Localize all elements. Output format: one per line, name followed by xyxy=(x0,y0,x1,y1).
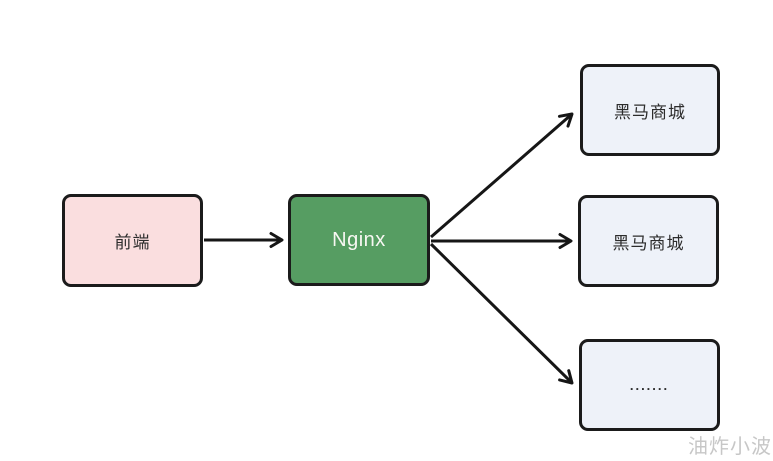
node-mall-2: 黑马商城 xyxy=(578,195,719,287)
node-mall-1: 黑马商城 xyxy=(580,64,720,156)
edge-nginx-to-more xyxy=(429,242,574,385)
watermark: 油炸小波 xyxy=(688,436,772,458)
node-ellipsis-label: ....... xyxy=(629,377,670,393)
node-frontend: 前端 xyxy=(62,194,203,287)
node-mall-2-label: 黑马商城 xyxy=(612,233,685,253)
node-ellipsis: ....... xyxy=(579,339,720,431)
node-nginx-label: Nginx xyxy=(332,228,386,251)
node-nginx: Nginx xyxy=(288,194,430,286)
node-mall-1-label: 黑马商城 xyxy=(614,102,686,122)
node-frontend-label: 前端 xyxy=(114,233,151,252)
edge-nginx-to-mall1 xyxy=(430,112,574,239)
